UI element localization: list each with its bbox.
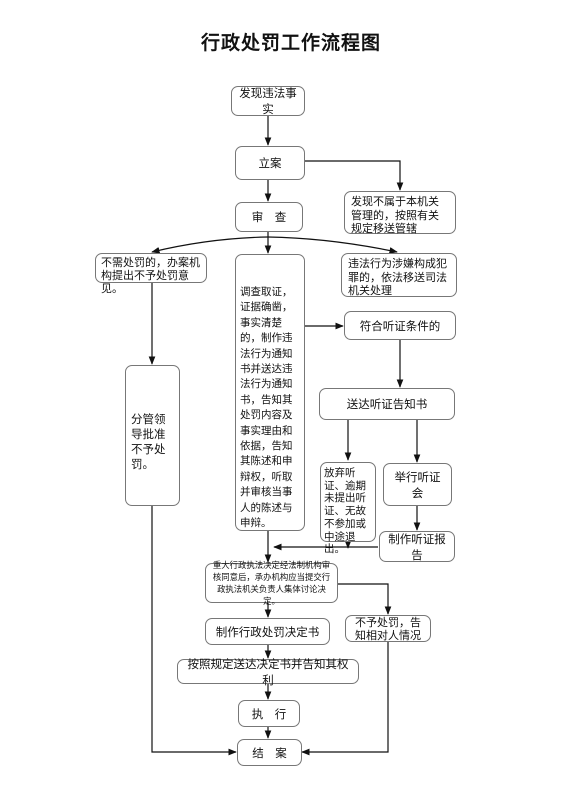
deliver-decision-node: 按照规定送达决定书并告知其权利 (177, 657, 359, 687)
major-decision-node: 重大行政执法决定经法制机构审核同意后，承办机构应当提交行政执法机关负责人集体讨论… (205, 560, 338, 606)
leader-approval-node: 分管领导批准不予处罚。 (125, 365, 180, 506)
hold-hearing-node: 举行听证会 (383, 463, 452, 506)
hearing-report-node: 制作听证报告 (379, 531, 455, 562)
transfer-jurisdiction-node: 发现不属于本机关管理的，按照有关规定移送管辖 (344, 191, 456, 235)
waive-hearing-node: 放弃听证、逾期未提出听证、无故不参加或中途退出。 (320, 462, 376, 555)
no-penalty-notify-node: 不予处罚，告知相对人情况 (345, 615, 431, 642)
close-case-node: 结 案 (237, 739, 302, 766)
discover-violation-node: 发现违法事实 (231, 86, 305, 116)
file-case-node: 立案 (235, 146, 305, 180)
hearing-condition-node: 符合听证条件的 (344, 311, 456, 340)
no-penalty-opinion-node: 不需处罚的，办案机构提出不予处罚意见。 (95, 253, 207, 295)
make-decision-node: 制作行政处罚决定书 (205, 618, 330, 645)
review-node: 审 查 (235, 202, 303, 232)
page-title: 行政处罚工作流程图 (200, 32, 381, 54)
execute-node: 执 行 (238, 700, 300, 727)
criminal-transfer-node: 违法行为涉嫌构成犯罪的，依法移送司法机关处理 (341, 253, 457, 297)
hearing-notice-node: 送达听证告知书 (319, 388, 455, 420)
investigation-node: 调查取证，证据确凿，事实清楚的，制作违法行为通知书并送达违法行为通知书，告知其处… (235, 254, 305, 531)
